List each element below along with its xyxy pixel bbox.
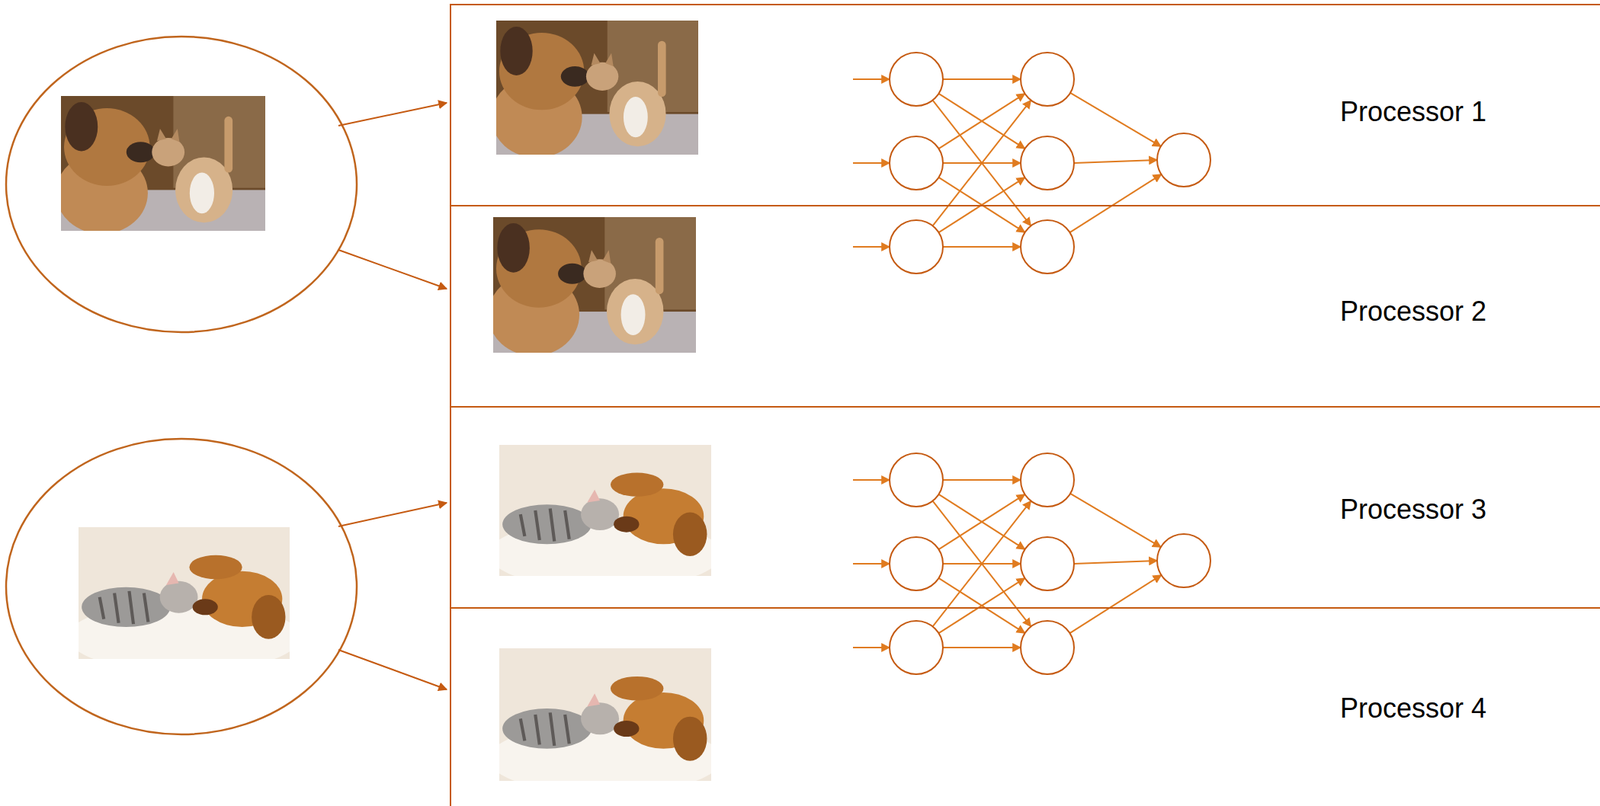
processor-band: Processor 1: [449, 3, 1600, 206]
distribution-arrow: [338, 503, 447, 527]
neural-network: [852, 52, 1211, 274]
photo: [67, 527, 301, 673]
neural-network: [852, 453, 1211, 675]
photo: [55, 96, 266, 235]
distribution-arrow: [338, 250, 447, 289]
photo: [488, 648, 722, 795]
batch-ellipse: [6, 439, 357, 735]
distribution-arrow: [338, 102, 447, 126]
processor-label: Processor 1: [1340, 96, 1487, 129]
batch-ellipse: [6, 36, 357, 333]
processor-label: Processor 4: [1340, 692, 1487, 725]
processor-band: Processor 2: [449, 205, 1600, 407]
photo: [490, 20, 699, 158]
processor-label: Processor 3: [1340, 493, 1487, 526]
processor-band: Processor 3: [449, 406, 1600, 608]
photo: [488, 445, 722, 590]
distribution-arrows: [338, 102, 447, 690]
photo: [487, 217, 696, 356]
distribution-arrow: [338, 650, 447, 690]
processor-label: Processor 2: [1340, 295, 1487, 328]
processor-band: Processor 4: [449, 607, 1600, 806]
